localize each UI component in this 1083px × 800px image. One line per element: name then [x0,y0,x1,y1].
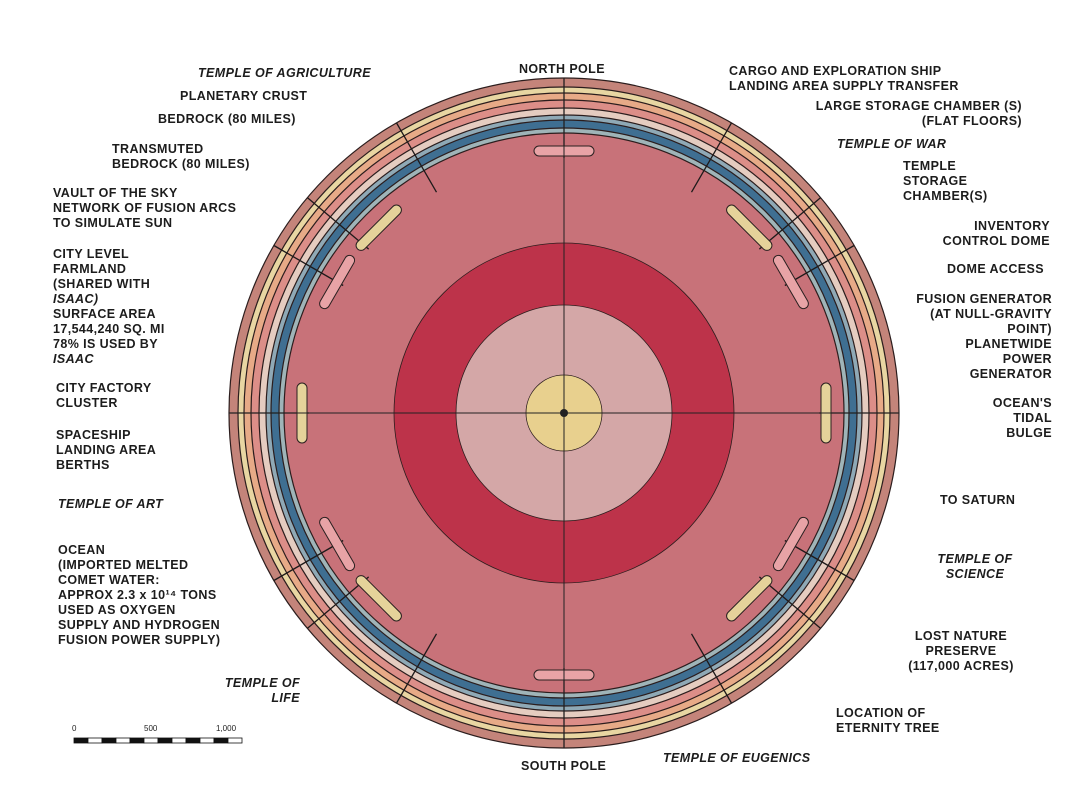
polar-axes [229,78,899,748]
storage-chamber [319,254,356,310]
scale-label-500: 500 [144,724,158,733]
label-isaac-1: ISAAC) [53,292,99,306]
label-ocean: OCEAN (IMPORTED MELTED COMET WATER: APPR… [58,543,221,647]
label-city-factory-cluster: CITY FACTORY CLUSTER [56,381,152,410]
label-temple-of-agriculture: TEMPLE OF AGRICULTURE [198,66,371,80]
label-city-level: CITY LEVEL FARMLAND (SHARED WITH [53,247,151,291]
label-north-pole: NORTH POLE [519,62,605,76]
label-spaceship-landing: SPACESHIP LANDING AREA BERTHS [56,428,157,472]
label-cargo-ship-landing: CARGO AND EXPLORATION SHIP LANDING AREA … [729,64,959,93]
label-isaac-2: ISAAC [53,352,94,366]
scale-segment [87,737,103,744]
label-temple-storage-chamber: TEMPLE STORAGE CHAMBER(S) [903,159,988,203]
scale-segment [73,737,89,744]
scale-segment [115,737,131,744]
access-shaft [395,122,438,193]
access-shaft [273,539,344,582]
storage-chamber [726,204,773,251]
label-surface-area: SURFACE AREA 17,544,240 SQ. MI 78% IS US… [53,307,165,351]
scale-bar [73,737,243,744]
storage-chamber [319,516,356,572]
scale-segment [227,737,243,744]
scale-segment [101,737,117,744]
label-dome-access: DOME ACCESS [947,262,1045,276]
access-shaft [273,244,344,287]
access-shaft [784,539,855,582]
label-eternity-tree: LOCATION OF ETERNITY TREE [836,706,940,735]
scale-segment [157,737,173,744]
label-temple-of-art: TEMPLE OF ART [58,497,164,511]
label-temple-of-eugenics: TEMPLE OF EUGENICS [663,751,811,765]
access-shaft [395,633,438,704]
access-shaft [784,244,855,287]
storage-chamber [355,204,402,251]
label-temple-of-war: TEMPLE OF WAR [837,137,947,151]
scale-segment [213,737,229,744]
label-planetary-crust: PLANETARY CRUST [180,89,308,103]
scale-label-0: 0 [72,724,77,733]
access-shaft [690,633,733,704]
label-transmuted-bedrock: TRANSMUTED BEDROCK (80 MILES) [112,142,250,171]
storage-chamber [772,254,809,310]
label-inventory-control-dome: INVENTORY CONTROL DOME [942,219,1050,248]
storage-chamber [726,575,773,622]
label-vault-of-the-sky: VAULT OF THE SKY NETWORK OF FUSION ARCS … [53,186,237,230]
label-south-pole: SOUTH POLE [521,759,607,773]
scale-segment [143,737,159,744]
scale-segment [185,737,201,744]
scale-segment [129,737,145,744]
storage-chamber [772,516,809,572]
label-bedrock: BEDROCK (80 MILES) [158,112,296,126]
scale-segment [171,737,187,744]
access-shaft [690,122,733,193]
label-temple-of-life: TEMPLE OF LIFE [224,676,300,705]
label-temple-of-science: TEMPLE OF SCIENCE [937,552,1013,581]
label-fusion-generator: FUSION GENERATOR (AT NULL-GRAVITY POINT)… [916,292,1052,381]
label-large-storage-chamber: LARGE STORAGE CHAMBER (S) (FLAT FLOORS) [815,99,1022,128]
scale-segment [199,737,215,744]
label-to-saturn: TO SATURN [940,493,1016,507]
storage-chamber [355,575,402,622]
label-lost-nature-preserve: LOST NATURE PRESERVE (117,000 ACRES) [908,629,1014,673]
scale-label-1000: 1,000 [216,724,237,733]
label-oceans-tidal-bulge: OCEAN'S TIDAL BULGE [992,396,1052,440]
